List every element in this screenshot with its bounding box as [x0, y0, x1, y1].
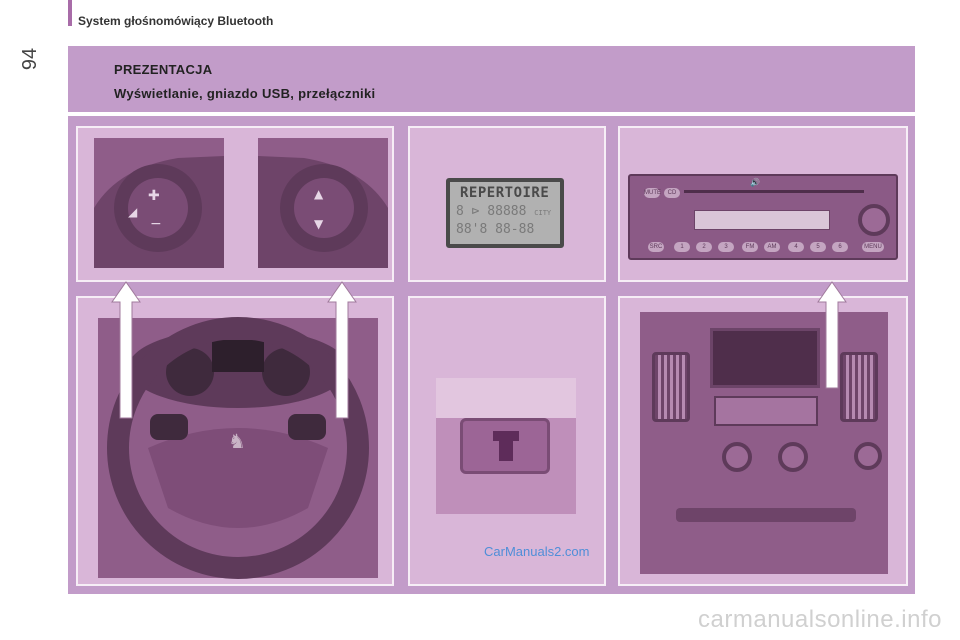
- radio-button-src[interactable]: SRC: [648, 242, 664, 252]
- usb-plug-top: [493, 431, 519, 441]
- mute-button[interactable]: MUTE: [644, 188, 661, 198]
- console-body: [640, 312, 888, 574]
- arrow-up-right-icon: [327, 281, 357, 419]
- usb-panel: [408, 296, 606, 586]
- steering-switches-panel: ✚ − ◢ ▲ ▼: [76, 126, 394, 282]
- title-box: PREZENTACJA Wyświetlanie, gniazdo USB, p…: [68, 46, 915, 112]
- radio-panel: 🔊 MUTE CD SRC 1 2 3 FM AM 4 5 6 MENU: [618, 126, 908, 282]
- page-number: 94: [19, 47, 41, 71]
- climate-knob-right[interactable]: [778, 442, 808, 472]
- cup-holder: [854, 442, 882, 470]
- lcd-row-1-suffix: CITY: [534, 209, 552, 217]
- inline-watermark: CarManuals2.com: [484, 544, 590, 559]
- preset-button-1[interactable]: 1: [674, 242, 690, 252]
- fm-button[interactable]: FM: [742, 242, 758, 252]
- volume-down-icon: −: [150, 216, 162, 232]
- usb-plug-body: [499, 441, 513, 461]
- preset-button-5[interactable]: 5: [810, 242, 826, 252]
- section-title: System głośnomówiący Bluetooth: [78, 14, 274, 28]
- climate-knob-left[interactable]: [722, 442, 752, 472]
- menu-button[interactable]: MENU: [862, 242, 884, 252]
- switch-row: [676, 508, 856, 522]
- heading: PREZENTACJA: [114, 62, 213, 77]
- footer-watermark: carmanualsonline.info: [698, 606, 942, 633]
- lcd-row-1-text: 8 ⊳ 88888: [456, 204, 527, 219]
- arrow-up-left-icon: [111, 281, 141, 419]
- radio-screen: [694, 210, 830, 230]
- am-button[interactable]: AM: [764, 242, 780, 252]
- arrow-down-icon: ▼: [314, 217, 324, 231]
- lcd-display: REPERTOIRE 8 ⊳ 88888 CITY 88'8 88-88: [446, 178, 564, 248]
- lcd-row-2: 88'8 88-88: [456, 222, 535, 237]
- storage-compartment: [710, 328, 820, 388]
- preset-button-4[interactable]: 4: [788, 242, 804, 252]
- steering-switches-illustration: ✚ − ◢ ▲ ▼: [94, 138, 388, 268]
- steering-wheel-illustration: ♞: [98, 317, 378, 579]
- brand-logo-icon: ♞: [228, 429, 246, 453]
- right-air-vent: [840, 352, 878, 422]
- header-accent-bar: [68, 0, 72, 26]
- arrow-up-console-icon: [817, 281, 847, 389]
- lcd-title: REPERTOIRE: [460, 185, 550, 201]
- radio-nav-knob[interactable]: [858, 204, 890, 236]
- preset-button-3[interactable]: 3: [718, 242, 734, 252]
- console-panel: [618, 296, 908, 586]
- mute-icon: ◢: [128, 205, 138, 219]
- illustration-area: ✚ − ◢ ▲ ▼ REPERTOIRE 8 ⊳ 88888 CITY 88'8…: [68, 116, 915, 594]
- usb-socket[interactable]: [460, 418, 550, 474]
- left-air-vent: [652, 352, 690, 422]
- console-radio: [714, 396, 818, 426]
- volume-up-icon: ✚: [148, 188, 160, 204]
- cd-slot: [684, 190, 864, 193]
- lcd-row-1: 8 ⊳ 88888 CITY: [456, 204, 551, 219]
- radio-unit: 🔊 MUTE CD SRC 1 2 3 FM AM 4 5 6 MENU: [628, 174, 898, 260]
- subheading: Wyświetlanie, gniazdo USB, przełączniki: [114, 86, 376, 101]
- usb-surround: [436, 378, 576, 418]
- radio-brand-icon: 🔊: [750, 178, 760, 187]
- display-panel: REPERTOIRE 8 ⊳ 88888 CITY 88'8 88-88: [408, 126, 606, 282]
- preset-button-6[interactable]: 6: [832, 242, 848, 252]
- usb-area: [436, 378, 576, 514]
- preset-button-2[interactable]: 2: [696, 242, 712, 252]
- arrow-up-icon: ▲: [314, 187, 324, 201]
- cd-button[interactable]: CD: [664, 188, 680, 198]
